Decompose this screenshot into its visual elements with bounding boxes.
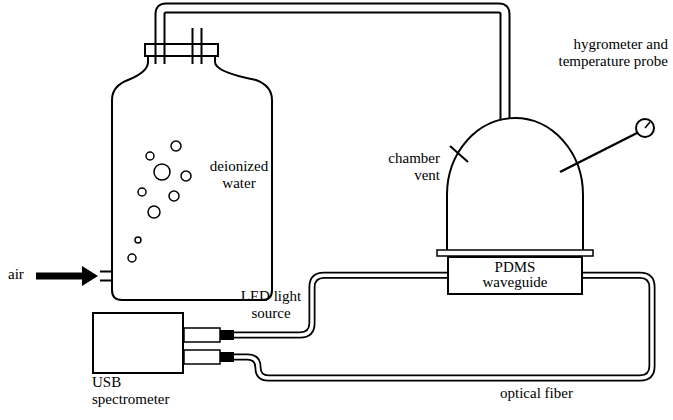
waveguide-box: PDMS waveguide bbox=[447, 256, 583, 295]
bottle-cap bbox=[145, 44, 218, 56]
air-arrow-head bbox=[82, 266, 98, 286]
probe-label: hygrometer and temperature probe bbox=[550, 36, 668, 69]
bottle-body bbox=[112, 56, 272, 300]
hygrometer-gauge bbox=[636, 119, 654, 137]
probe-line bbox=[560, 133, 637, 172]
water-tube-outer bbox=[160, 8, 505, 119]
water-tube-inner bbox=[160, 8, 505, 119]
optical-fiber bbox=[184, 275, 447, 335]
led-plug-tip bbox=[220, 330, 234, 340]
gauge-needle bbox=[645, 122, 650, 128]
fiber-outline bbox=[184, 275, 447, 335]
vent-mark bbox=[450, 146, 468, 162]
air-bubbles bbox=[128, 141, 191, 262]
stub-tube-outer bbox=[192, 28, 203, 64]
fiber-label: optical fiber bbox=[500, 385, 573, 402]
spectrometer-box: USB spectrometer bbox=[92, 312, 184, 374]
chamber-dome bbox=[447, 118, 583, 256]
node-label: PDMS waveguide bbox=[475, 260, 555, 290]
spectrometer-plug bbox=[184, 350, 220, 364]
fiber-core bbox=[184, 275, 447, 335]
water-bottle: deionized water bbox=[112, 40, 272, 302]
source-label: LED light source bbox=[238, 288, 304, 321]
inlet-label: air bbox=[8, 266, 24, 283]
node-label: USB spectrometer bbox=[92, 374, 184, 407]
vent-label: chamber vent bbox=[378, 150, 440, 183]
spectrometer-plug-tip bbox=[220, 352, 234, 362]
node-label: deionized water bbox=[208, 158, 270, 191]
led-plug bbox=[184, 328, 220, 342]
air-arrow-shaft bbox=[36, 273, 84, 280]
stub-tube-inner bbox=[194, 28, 201, 64]
